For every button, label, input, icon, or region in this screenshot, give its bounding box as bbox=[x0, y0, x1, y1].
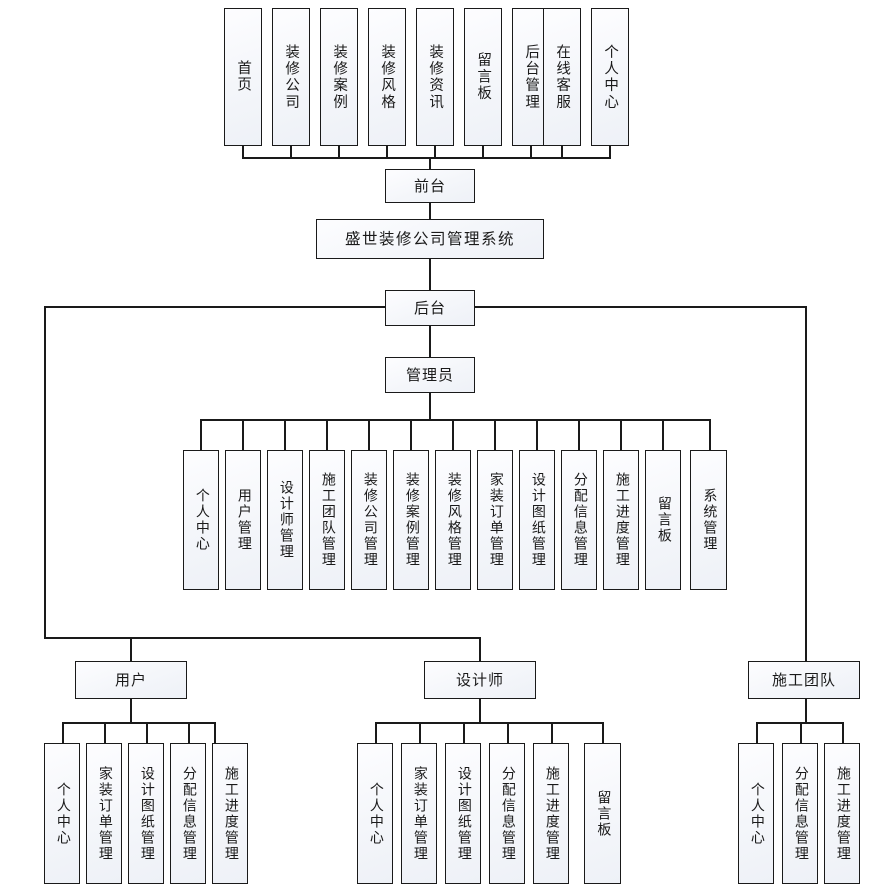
connector-backend-to-admin bbox=[429, 326, 432, 357]
connector-frontend-drop-6 bbox=[482, 146, 484, 158]
team-item-progress-mgmt[interactable]: 施工进度管理 bbox=[824, 743, 860, 884]
frontend-item-service[interactable]: 在线客服 bbox=[543, 8, 581, 146]
connector-root-to-backend bbox=[429, 259, 432, 290]
connector-user-drop-2 bbox=[104, 722, 106, 744]
admin-item-order-mgmt[interactable]: 家装订单管理 bbox=[477, 450, 513, 590]
connector-admin-drop-4 bbox=[326, 419, 328, 450]
connector-admin-drop-2 bbox=[242, 419, 244, 450]
connector-user-bus bbox=[62, 722, 214, 724]
connector-designer-drop-2 bbox=[419, 722, 421, 744]
node-role-team[interactable]: 施工团队 bbox=[748, 661, 860, 699]
admin-item-drawing-mgmt[interactable]: 设计图纸管理 bbox=[519, 450, 555, 590]
connector-designer-bus bbox=[375, 722, 603, 724]
admin-item-profile[interactable]: 个人中心 bbox=[183, 450, 219, 590]
connector-team-drop-2 bbox=[800, 722, 802, 744]
node-frontend[interactable]: 前台 bbox=[385, 169, 475, 203]
connector-rail-to-user bbox=[130, 637, 132, 661]
connector-admin-drop-10 bbox=[578, 419, 580, 450]
node-role-user[interactable]: 用户 bbox=[75, 661, 187, 699]
designer-item-message-board[interactable]: 留言板 bbox=[584, 743, 621, 884]
designer-item-profile[interactable]: 个人中心 bbox=[357, 743, 393, 884]
connector-frontend-stem bbox=[429, 157, 432, 171]
connector-admin-bus bbox=[200, 419, 710, 421]
connector-team-stem bbox=[805, 699, 808, 723]
connector-backend-drop-right bbox=[805, 306, 807, 661]
user-item-order-mgmt[interactable]: 家装订单管理 bbox=[86, 743, 122, 884]
connector-admin-drop-1 bbox=[200, 419, 202, 450]
designer-item-progress-mgmt[interactable]: 施工进度管理 bbox=[533, 743, 569, 884]
connector-frontend-drop-1 bbox=[242, 146, 244, 158]
frontend-item-home[interactable]: 首页 bbox=[224, 8, 262, 146]
frontend-item-case[interactable]: 装修案例 bbox=[320, 8, 358, 146]
frontend-item-profile[interactable]: 个人中心 bbox=[591, 8, 629, 146]
connector-user-drop-1 bbox=[62, 722, 64, 744]
connector-admin-drop-8 bbox=[494, 419, 496, 450]
connector-frontend-bus bbox=[242, 157, 611, 159]
connector-rail-to-designer bbox=[479, 637, 481, 661]
connector-backend-rail-left bbox=[44, 306, 386, 308]
connector-frontend-drop-8 bbox=[561, 146, 563, 158]
connector-designer-drop-3 bbox=[463, 722, 465, 744]
team-item-assign-mgmt[interactable]: 分配信息管理 bbox=[782, 743, 818, 884]
node-role-admin[interactable]: 管理员 bbox=[385, 357, 475, 393]
connector-admin-drop-3 bbox=[284, 419, 286, 450]
connector-user-drop-5 bbox=[214, 722, 216, 744]
admin-item-user-mgmt[interactable]: 用户管理 bbox=[225, 450, 261, 590]
connector-admin-stem bbox=[429, 393, 432, 420]
connector-designer-drop-6 bbox=[602, 722, 604, 744]
connector-backend-drop-left bbox=[44, 306, 46, 638]
connector-frontend-drop-7 bbox=[530, 146, 532, 158]
connector-backend-rail-right bbox=[474, 306, 806, 308]
admin-item-case-mgmt[interactable]: 装修案例管理 bbox=[393, 450, 429, 590]
designer-item-drawing-mgmt[interactable]: 设计图纸管理 bbox=[445, 743, 481, 884]
frontend-item-news[interactable]: 装修资讯 bbox=[416, 8, 454, 146]
connector-team-drop-3 bbox=[842, 722, 844, 744]
team-item-profile[interactable]: 个人中心 bbox=[738, 743, 774, 884]
connector-admin-drop-5 bbox=[368, 419, 370, 450]
connector-designer-drop-4 bbox=[507, 722, 509, 744]
designer-item-order-mgmt[interactable]: 家装订单管理 bbox=[401, 743, 437, 884]
admin-item-assign-mgmt[interactable]: 分配信息管理 bbox=[561, 450, 597, 590]
frontend-item-company[interactable]: 装修公司 bbox=[272, 8, 310, 146]
connector-bottom-rail bbox=[44, 637, 481, 639]
connector-user-drop-3 bbox=[146, 722, 148, 744]
user-item-profile[interactable]: 个人中心 bbox=[44, 743, 80, 884]
connector-admin-drop-6 bbox=[410, 419, 412, 450]
connector-admin-drop-13 bbox=[709, 419, 711, 450]
user-item-drawing-mgmt[interactable]: 设计图纸管理 bbox=[128, 743, 164, 884]
connector-admin-drop-7 bbox=[452, 419, 454, 450]
user-item-progress-mgmt[interactable]: 施工进度管理 bbox=[212, 743, 248, 884]
frontend-item-style[interactable]: 装修风格 bbox=[368, 8, 406, 146]
admin-item-system-mgmt[interactable]: 系统管理 bbox=[690, 450, 727, 590]
connector-team-drop-1 bbox=[756, 722, 758, 744]
connector-user-drop-4 bbox=[188, 722, 190, 744]
connector-designer-drop-5 bbox=[551, 722, 553, 744]
connector-frontend-to-root bbox=[429, 203, 432, 219]
connector-frontend-drop-3 bbox=[338, 146, 340, 158]
connector-user-stem bbox=[130, 699, 133, 723]
user-item-assign-mgmt[interactable]: 分配信息管理 bbox=[170, 743, 206, 884]
connector-frontend-drop-9 bbox=[609, 146, 611, 158]
connector-admin-drop-12 bbox=[662, 419, 664, 450]
admin-item-style-mgmt[interactable]: 装修风格管理 bbox=[435, 450, 471, 590]
connector-frontend-drop-5 bbox=[434, 146, 436, 158]
admin-item-team-mgmt[interactable]: 施工团队管理 bbox=[309, 450, 345, 590]
connector-designer-stem bbox=[479, 699, 482, 723]
admin-item-designer-mgmt[interactable]: 设计师管理 bbox=[267, 450, 303, 590]
connector-admin-drop-9 bbox=[536, 419, 538, 450]
node-system-root[interactable]: 盛世装修公司管理系统 bbox=[316, 219, 544, 259]
admin-item-progress-mgmt[interactable]: 施工进度管理 bbox=[603, 450, 639, 590]
node-backend[interactable]: 后台 bbox=[385, 290, 475, 326]
connector-frontend-drop-2 bbox=[290, 146, 292, 158]
connector-team-bus bbox=[756, 722, 843, 724]
admin-item-company-mgmt[interactable]: 装修公司管理 bbox=[351, 450, 387, 590]
designer-item-assign-mgmt[interactable]: 分配信息管理 bbox=[489, 743, 525, 884]
node-role-designer[interactable]: 设计师 bbox=[424, 661, 536, 699]
connector-designer-drop-1 bbox=[375, 722, 377, 744]
frontend-item-message[interactable]: 留言板 bbox=[464, 8, 502, 146]
admin-item-message-board[interactable]: 留言板 bbox=[645, 450, 681, 590]
connector-frontend-drop-4 bbox=[386, 146, 388, 158]
connector-admin-drop-11 bbox=[620, 419, 622, 450]
